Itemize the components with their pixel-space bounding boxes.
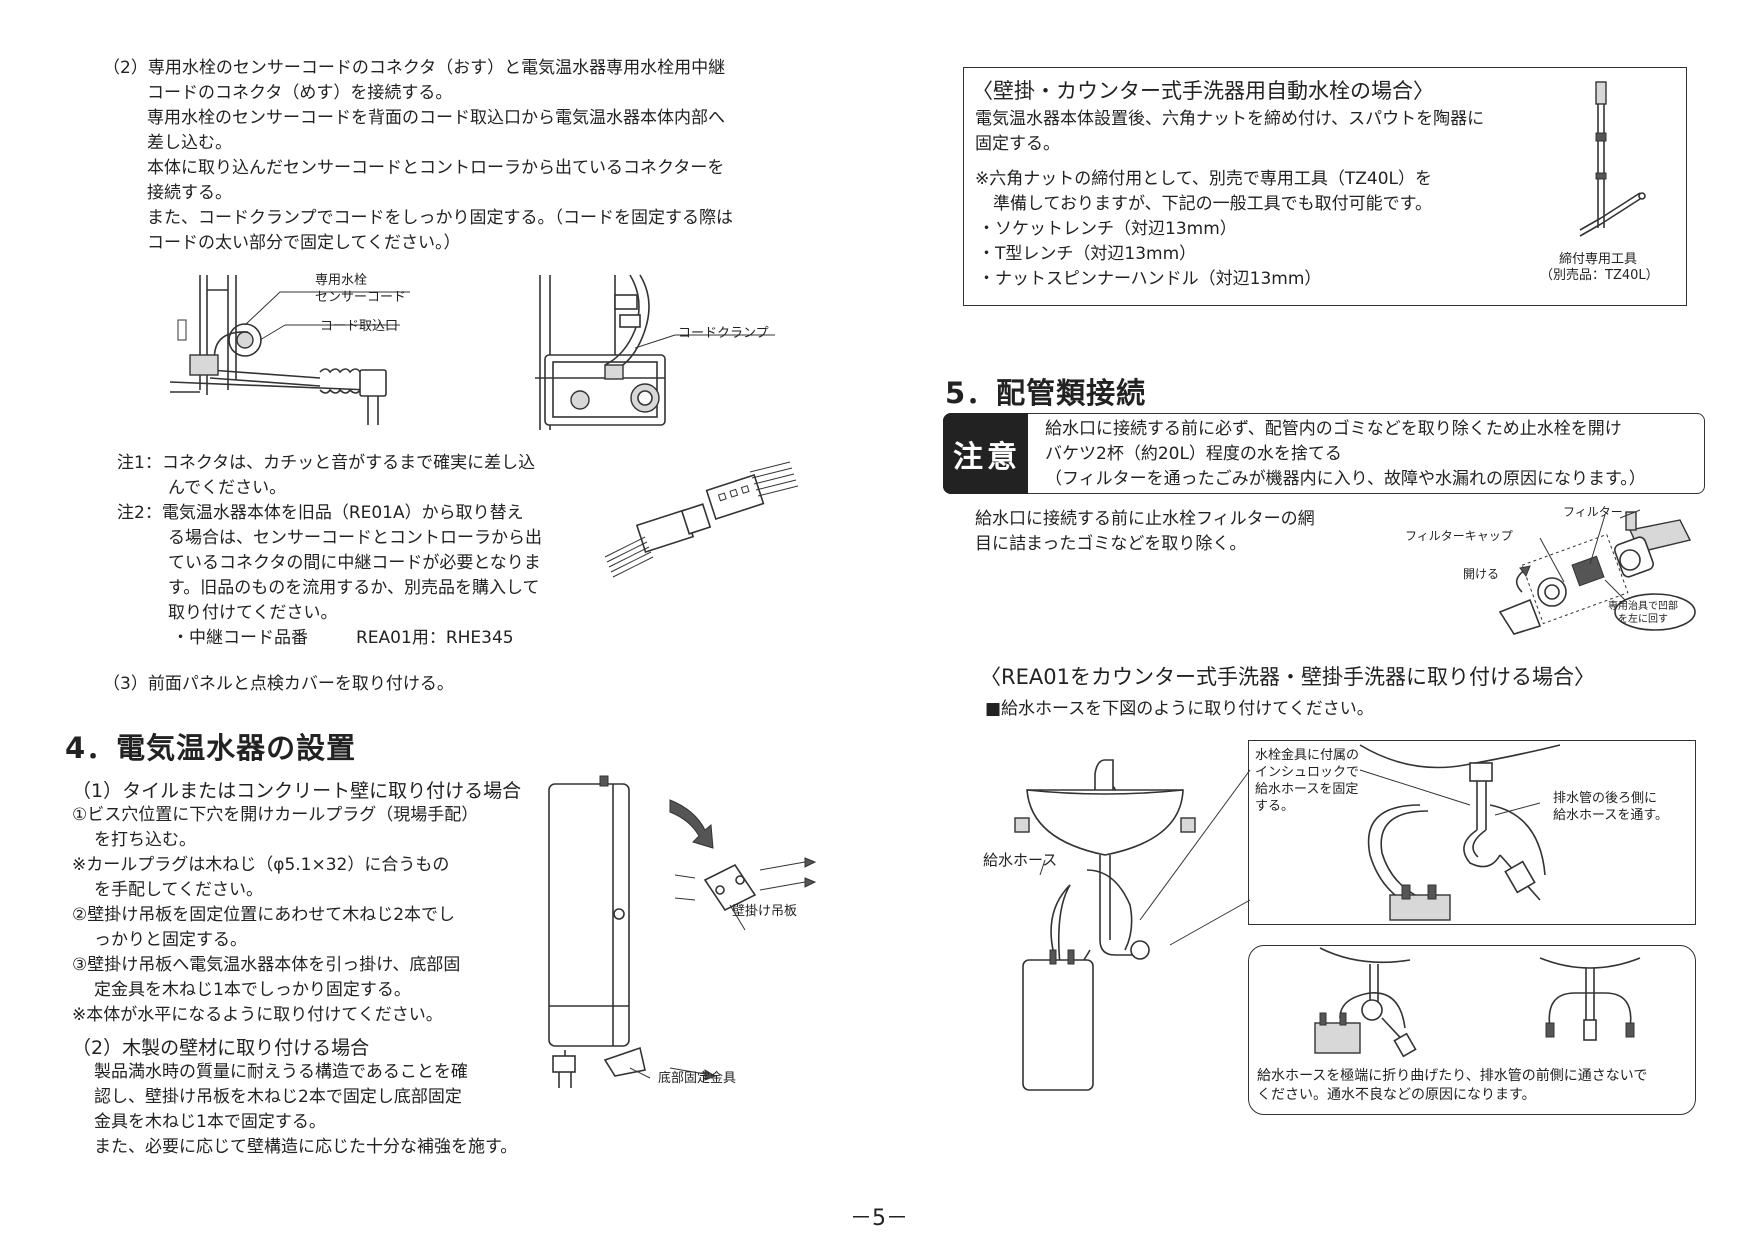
detail-box-warning [1248,945,1696,1115]
tool-nut-spinner: ・ナットスピンナーハンドル（対辺13mm） [978,269,1322,289]
note2-line5: 取り付けてください。 [168,603,338,623]
part-number-value: REA01用：RHE345 [356,628,514,648]
label-sensor-faucet: 専用水栓 [315,273,368,288]
detail-box-drain [1248,740,1696,925]
insulock-line2: インシュロックで [1255,765,1360,780]
label-cord-clamp: コードクランプ [678,326,769,341]
sub1-line7: ③壁掛け吊板へ電気温水器本体を引っ掛け、底部固 [72,955,461,975]
section4-title: 4．電気温水器の設置 [65,731,357,765]
part-number-label: ・中継コード品番 [172,628,308,648]
sub2-line3: 金具を木ねじ1本で固定する。 [94,1112,326,1132]
step2-line2: コードのコネクタ（めす）を接続する。 [147,83,453,103]
sub1-line8: 定金具を木ねじ1本でしっかり固定する。 [94,980,411,1000]
label-wall-hanger: 壁掛け吊板 [732,904,798,919]
wall-mount-line2: 固定する。 [975,134,1060,154]
tool-caption-line2: （別売品：TZ40L） [1540,268,1659,283]
tightening-tool-figure [1579,81,1646,237]
step2-line4: 差し込む。 [147,133,232,153]
label-special-tool-2: を左に回す [1618,614,1668,625]
insulock-line1: 水栓金具に付属の [1255,748,1360,763]
step2-line3: 専用水栓のセンサーコードを背面のコード取込口から電気温水器本体内部へ [147,108,725,128]
bad-routing-figure [1314,947,1641,1058]
label-bottom-bracket: 底部固定金具 [658,1071,737,1086]
caution-line3: （フィルターを通ったごみが機器内に入り、故障や水漏れの原因になります。） [1045,469,1646,489]
sub2-line4: また、必要に応じて壁構造に応じた十分な補強を施す。 [94,1137,518,1157]
insulock-line4: する。 [1255,799,1295,814]
insulock-line3: 給水ホースを固定 [1255,782,1359,797]
tool-t-wrench: ・T型レンチ（対辺13mm） [978,244,1197,264]
sub1-line5: ②壁掛け吊板を固定位置にあわせて木ねじ2本でし [72,905,456,925]
callout-connectors [1139,769,1251,946]
sub2-line2: 認し、壁掛け吊板を木ねじ2本で固定し底部固定 [94,1087,462,1107]
filter-line2: 目に詰まったゴミなどを取り除く。 [975,534,1247,554]
note1-line2: んでください。 [168,478,287,498]
label-filter-cap: フィルターキャップ [1405,529,1513,543]
caution-line1: 給水口に接続する前に必ず、配管内のゴミなどを取り除くため止水栓を開け [1045,419,1622,439]
note2-line3: ているコネクタの間に中継コードが必要となりま [168,553,541,573]
sub1-line6: っかりと固定する。 [94,930,247,950]
cord-clamp-figure [535,274,775,430]
step2-line7: また、コードクランプでコードをしっかり固定する。（コードを固定する際は [147,208,733,228]
page-number: －5－ [850,1206,908,1231]
filter-line1: 給水口に接続する前に止水栓フィルターの網 [975,509,1315,529]
section4-sub2: （2）木製の壁材に取り付ける場合 [72,1037,370,1059]
caution-badge [943,413,1028,494]
sub1-line3: ※カールプラグは木ねじ（φ5.1×32）に合うもの [72,855,450,875]
drain-detail-figure [1359,744,1561,921]
tool-caption-line1: 締付専用工具 [1559,252,1638,267]
wall-mount-note1: ※六角ナットの締付用として、別売で専用工具（TZ40L）を [975,169,1433,189]
connector-figure [604,461,799,578]
step2-line6: 接続する。 [147,183,232,203]
heater-mounting-figure [548,775,817,1088]
note2-line2: る場合は、センサーコードとコントローラから出 [168,528,542,548]
wall-mount-note2: 準備しておりますが、下記の一般工具でも取付可能です。 [993,194,1432,214]
step2-line5: 本体に取り込んだセンサーコードとコントローラから出ているコネクターを [147,158,725,178]
sub1-line4: を手配してください。 [94,880,263,900]
drain-label-line2: 給水ホースを通す。 [1553,808,1669,823]
sub1-line9: ※本体が水平になるように取り付けてください。 [72,1005,443,1025]
wall-mount-title: 〈壁掛・カウンター式手洗器用自動水栓の場合〉 [972,79,1434,103]
rea01-instruction: ■給水ホースを下図のように取り付けてください。 [985,699,1374,719]
warning-line2: ください。通水不良などの原因になります。 [1257,1087,1536,1103]
tool-socket-wrench: ・ソケットレンチ（対辺13mm） [978,219,1237,239]
step2-line8: コードの太い部分で固定してください。） [147,233,461,253]
step3-text: （3）前面パネルと点検カバーを取り付ける。 [103,674,454,694]
label-sensor-cord: センサーコード [315,290,407,305]
note2-line1: 注2：電気温水器本体を旧品（RE01A）から取り替え [117,503,524,523]
sub1-line1: ①ビス穴位置に下穴を開けカールプラグ（現場手配） [72,805,479,825]
label-filter: フィルター [1563,505,1623,519]
sub1-line2: を打ち込む。 [94,830,196,850]
sensor-cord-figure [169,275,410,425]
caution-label: 注意 [953,440,1021,475]
section5-title: 5．配管類接続 [945,376,1147,410]
section4-sub1: （1）タイルまたはコンクリート壁に取り付ける場合 [72,780,522,802]
wall-mount-box [963,67,1687,306]
basin-hose-figure [1014,759,1196,1091]
sub2-line1: 製品満水時の質量に耐えうる構造であることを確 [94,1062,468,1082]
caution-line2: バケツ2杯（約20L）程度の水を捨てる [1045,444,1342,464]
label-special-tool-1: 専用治具で凹部 [1608,601,1678,612]
stop-valve-filter-figure [1498,509,1696,635]
rea01-title: 〈REA01をカウンター式手洗器・壁掛手洗器に取り付ける場合〉 [980,665,1595,689]
note2-line4: す。旧品のものを流用するか、別売品を購入して [168,578,540,598]
label-supply-hose: 給水ホース [983,851,1058,869]
wall-mount-line1: 電気温水器本体設置後、六角ナットを締め付け、スパウトを陶器に [975,109,1485,129]
warning-line1: 給水ホースを極端に折り曲げたり、排水管の前側に通さないで [1257,1068,1648,1084]
step2-line1: （2）専用水栓のセンサーコードのコネクタ（おす）と電気温水器専用水栓用中継 [103,58,726,78]
label-cord-inlet: コード取込口 [320,319,399,334]
note1-line1: 注1：コネクタは、カチッと音がするまで確実に差し込 [117,453,536,473]
label-open: 開ける [1463,567,1500,581]
drain-label-line1: 排水管の後ろ側に [1553,791,1658,806]
